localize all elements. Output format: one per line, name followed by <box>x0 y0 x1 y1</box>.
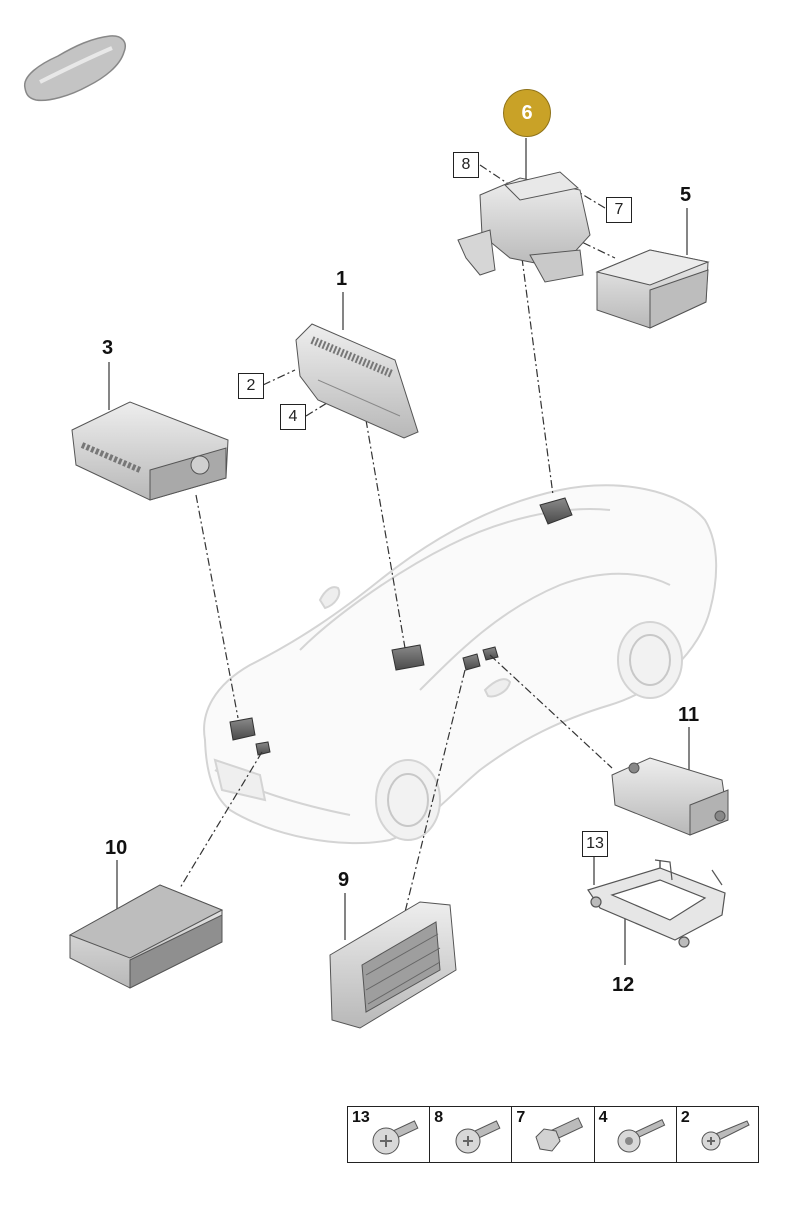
vehicle-thumbnail-icon <box>24 35 126 102</box>
part-9-control-unit <box>329 901 457 1029</box>
hardware-label: 4 <box>598 1109 608 1126</box>
callout-7-box: 7 <box>606 197 632 223</box>
callout-10: 10 <box>105 837 128 859</box>
callout-13-box: 13 <box>582 831 608 857</box>
solid-leaders <box>108 138 690 965</box>
callout-9: 9 <box>338 869 350 891</box>
part-1-control-module <box>295 323 419 439</box>
self-tapping-screw-icon <box>701 1120 750 1151</box>
vehicle-outline <box>203 484 718 845</box>
threaded-stud-icon <box>617 1119 665 1153</box>
callout-12: 12 <box>612 974 635 996</box>
callout-11: 11 <box>678 704 700 726</box>
hardware-cell-8[interactable]: 8 <box>430 1107 513 1162</box>
hardware-cell-2[interactable]: 2 <box>677 1107 758 1162</box>
hardware-label: 8 <box>434 1109 444 1126</box>
hardware-label: 13 <box>352 1109 370 1126</box>
mount-part-6 <box>539 497 573 525</box>
hardware-cell-4[interactable]: 4 <box>595 1107 677 1162</box>
part-12-mounting-bracket <box>587 859 726 948</box>
torx-screw-icon <box>455 1120 501 1154</box>
part-6-bracket-module <box>457 171 591 283</box>
part-11-module <box>611 757 729 836</box>
callout-2-box: 2 <box>238 373 264 399</box>
part-3-control-unit <box>71 401 229 501</box>
callout-3: 3 <box>102 337 114 359</box>
callout-8-box: 8 <box>453 152 479 178</box>
mount-part-11 <box>482 646 499 661</box>
hardware-label: 2 <box>680 1109 690 1126</box>
hardware-cell-13[interactable]: 13 <box>348 1107 431 1162</box>
torx-screw-icon <box>372 1120 419 1155</box>
hardware-cell-7[interactable]: 7 <box>512 1107 595 1162</box>
mount-part-10 <box>255 741 271 756</box>
module-mounts <box>229 497 573 756</box>
callout-4-box: 4 <box>280 404 306 430</box>
callout-1: 1 <box>336 268 348 290</box>
mount-part-3 <box>229 717 256 741</box>
callout-5: 5 <box>680 184 692 206</box>
mount-part-9 <box>462 653 481 671</box>
hex-bolt-icon <box>535 1117 584 1152</box>
mount-part-1 <box>391 644 425 671</box>
hardware-table: 13 8 7 4 2 <box>347 1106 759 1163</box>
part-10-module <box>68 884 224 989</box>
part-5-radio-unit <box>595 249 710 329</box>
hardware-label: 7 <box>516 1109 526 1126</box>
callout-6-highlight[interactable]: 6 <box>503 89 551 137</box>
